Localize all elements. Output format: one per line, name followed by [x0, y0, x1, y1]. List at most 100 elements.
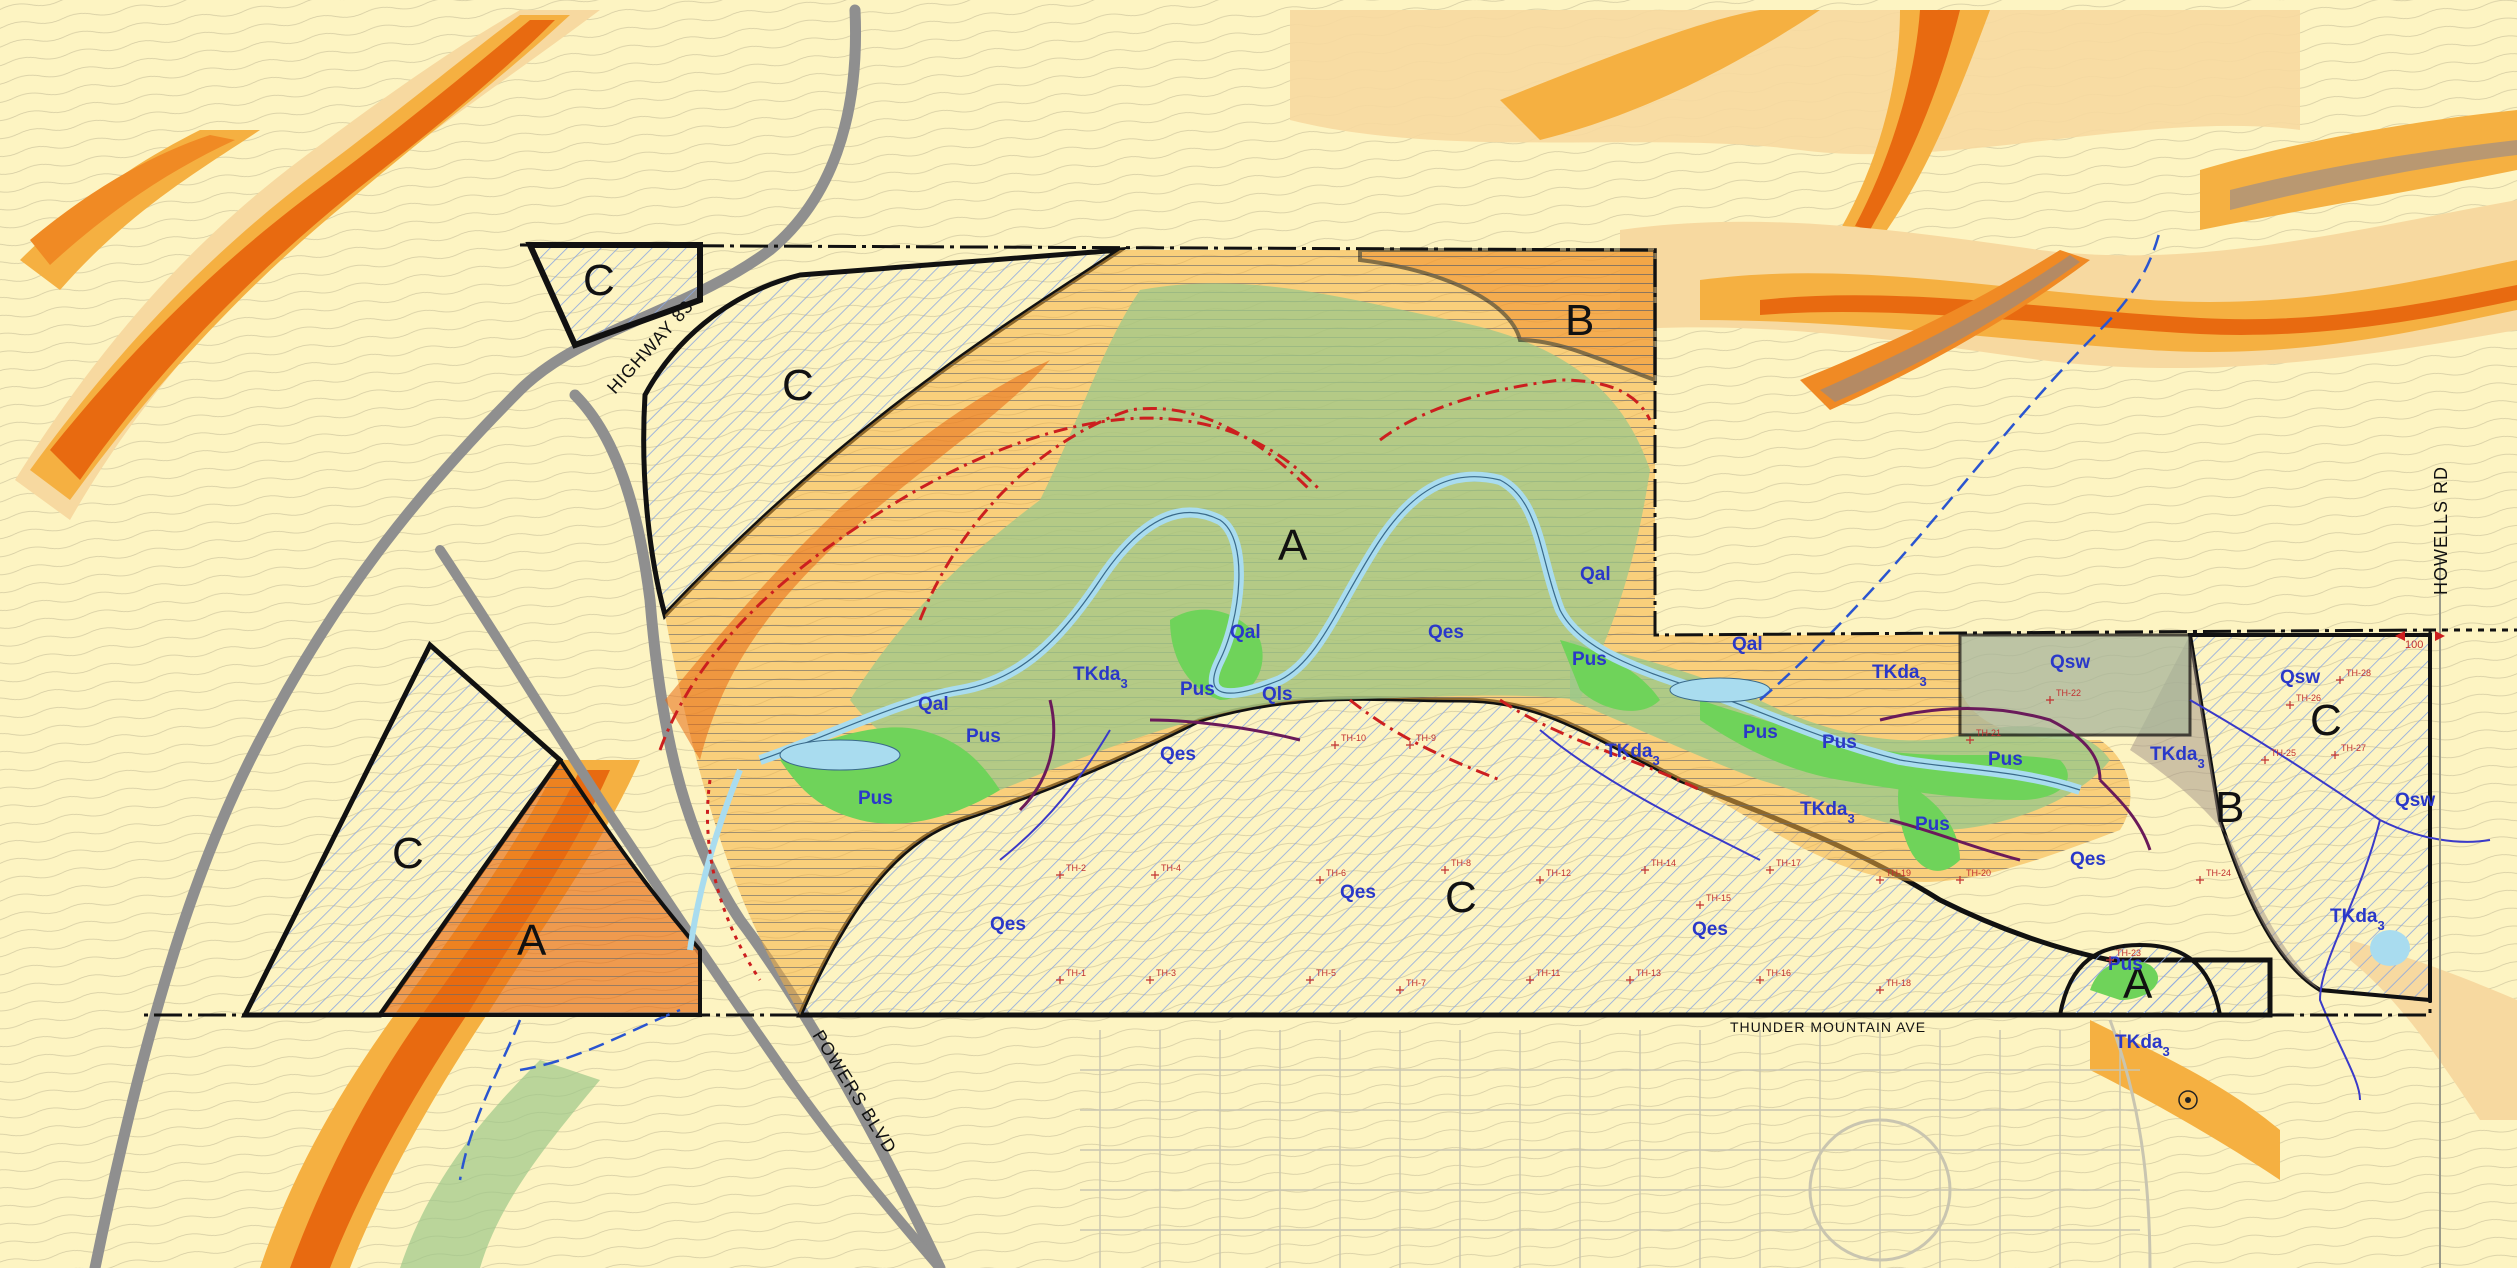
borehole-marker: TH-16 [1756, 968, 1791, 984]
powers-blvd-road [569, 389, 946, 1268]
zone-label-b-north: B [1565, 296, 1594, 345]
borehole-markers: TH-1 TH-2TH-3 TH-4TH-5 TH-6TH-7 TH-8 TH-9TH-1… [1056, 668, 2371, 994]
geology-label-subscript: 3 [1848, 811, 1855, 826]
borehole-cross-icon [1766, 866, 1774, 874]
borehole-cross-icon [1876, 876, 1884, 884]
borehole-label: TH-8 [1451, 858, 1471, 868]
geology-label-subscript: 3 [2163, 1044, 2170, 1059]
borehole-label: TH-11 [1536, 968, 1560, 978]
borehole-marker: TH-26 [2286, 693, 2321, 709]
drainage-lines [458, 229, 2162, 1181]
borehole-label: TH-17 [1776, 858, 1801, 868]
road-label-thunder-mountain-ave: THUNDER MOUNTAIN AVE [1730, 1019, 1926, 1035]
borehole-cross-icon [1151, 871, 1159, 879]
geology-label-subscript: 3 [1920, 674, 1927, 689]
borehole-label: TH-28 [2346, 668, 2371, 678]
geology-label-pus: Pus [858, 788, 893, 809]
site-boundary [140, 243, 2517, 1017]
borehole-label: TH-4 [1161, 863, 1181, 873]
wetland-pus-center [1170, 609, 1263, 700]
pond-east [2370, 930, 2410, 966]
borehole-marker: TH-17 [1766, 858, 1801, 874]
borehole-marker: TH-27 [2331, 743, 2366, 759]
slope-shading-north [1290, 10, 2517, 410]
borehole-label: TH-18 [1886, 978, 1911, 988]
borehole-cross-icon [1756, 976, 1764, 984]
borehole-cross-icon [2196, 876, 2204, 884]
borehole-marker: TH-20 [1956, 868, 1991, 884]
zone-label-c-south: C [1445, 873, 1477, 922]
borehole-cross-icon [2286, 701, 2294, 709]
borehole-marker: TH-23 [2106, 948, 2141, 964]
borehole-label: TH-15 [1706, 893, 1731, 903]
borehole-label: TH-12 [1546, 868, 1571, 878]
zone-b-north-hatch [1360, 250, 1655, 380]
geology-label-qes: Qes [1340, 882, 1376, 903]
pond-center [1669, 677, 1771, 703]
borehole-cross-icon [2331, 751, 2339, 759]
borehole-marker: TH-7 [1396, 978, 1426, 994]
slope-band-medium-2 [20, 130, 260, 290]
borehole-marker: TH-3 [1146, 968, 1176, 984]
geology-label-qsw: Qsw [2395, 790, 2435, 811]
borehole-label: TH-19 [1886, 868, 1911, 878]
purple-contours [1018, 699, 2152, 862]
borehole-cross-icon [1626, 976, 1634, 984]
borehole-marker: TH-11 [1526, 968, 1560, 984]
geology-label-pus: Pus [2108, 954, 2143, 975]
slope-band-steep-east [1760, 285, 2517, 335]
geology-label-qes: Qes [1692, 919, 1728, 940]
borehole-cross-icon [1876, 986, 1884, 994]
borehole-label: TH-5 [1316, 968, 1336, 978]
borehole-marker: TH-13 [1626, 968, 1661, 984]
borehole-marker: TH-14 [1641, 858, 1676, 874]
borehole-label: TH-9 [1416, 733, 1436, 743]
borehole-cross-icon [2336, 676, 2344, 684]
geology-label-qes: Qes [1160, 744, 1196, 765]
geology-label-subscript: 3 [1121, 676, 1128, 691]
subdivision-grid [1080, 1019, 2152, 1268]
borehole-marker: TH-25 [2261, 748, 2296, 764]
borehole-cross-icon [1316, 876, 1324, 884]
geology-label-pus: Pus [1180, 679, 1215, 700]
zone-label-c-east: C [2310, 696, 2342, 745]
borehole-cross-icon [2046, 696, 2054, 704]
zone-label-a-center: A [1278, 521, 1308, 570]
borehole-label: TH-22 [2056, 688, 2081, 698]
geology-label-qsw: Qsw [2050, 652, 2090, 673]
borehole-cross-icon [1056, 976, 1064, 984]
borehole-marker: TH-4 [1151, 863, 1181, 879]
zone-label-b-east: B [2215, 783, 2244, 832]
borehole-label: TH-27 [2341, 743, 2366, 753]
geology-label-pus: Pus [1743, 722, 1778, 743]
borehole-cross-icon [1056, 871, 1064, 879]
borehole-label: TH-6 [1326, 868, 1346, 878]
benchmark-icon [2178, 1090, 2198, 1110]
borehole-marker: TH-8 [1441, 858, 1471, 874]
geology-label-qal: Qal [1732, 634, 1763, 655]
flood-elevation-marker: 100 [2395, 631, 2445, 651]
borehole-marker: TH-21 [1966, 728, 2001, 744]
slope-band-steep-2 [30, 135, 235, 265]
geology-label-qes: Qes [1428, 622, 1464, 643]
slope-shading-northwest [15, 10, 600, 520]
geology-label-pus: Pus [1915, 814, 1950, 835]
flood-arrow-right-icon [2435, 631, 2445, 641]
borehole-label: TH-2 [1066, 863, 1086, 873]
geology-contacts [999, 699, 2491, 1101]
borehole-marker: TH-1 [1056, 968, 1086, 984]
cliff-drainage-east [1820, 255, 2080, 402]
borehole-marker: TH-28 [2336, 668, 2371, 684]
borehole-cross-icon [2106, 956, 2114, 964]
borehole-cross-icon [1146, 976, 1154, 984]
borehole-marker: TH-9 [1406, 733, 1436, 749]
geology-label-qal: Qal [918, 694, 949, 715]
borehole-cross-icon [2261, 756, 2269, 764]
benchmark-center-icon [2185, 1097, 2191, 1103]
pond-west [779, 739, 901, 771]
zone-label-c-northwest: C [782, 361, 814, 410]
riparian-vegetation-center [850, 283, 1650, 790]
borehole-marker: TH-18 [1876, 978, 1911, 994]
